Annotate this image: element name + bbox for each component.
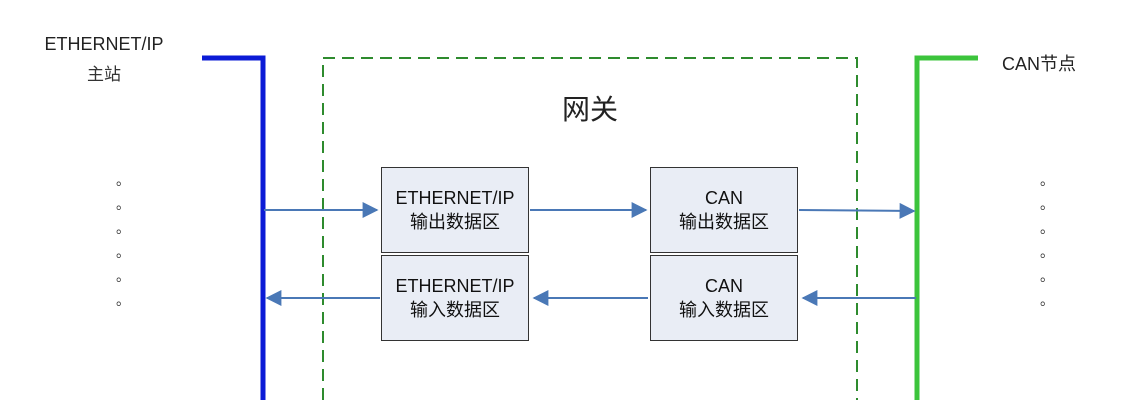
eip-input-line1: ETHERNET/IP <box>395 276 515 296</box>
eip-output-line1: ETHERNET/IP <box>395 188 515 208</box>
eip-output-box: ETHERNET/IP 输出数据区 <box>381 167 529 253</box>
can-output-box: CAN 输出数据区 <box>650 167 798 253</box>
ellipsis-dot: 。 <box>116 196 130 212</box>
node-title: CAN节点 <box>1002 54 1077 74</box>
ellipsis-dot: 。 <box>116 244 130 260</box>
master-subtitle: 主站 <box>87 65 121 84</box>
arrow-can-out-to-node <box>798 202 916 219</box>
eip-input-line2: 输入数据区 <box>410 300 500 320</box>
ellipsis-dot: 。 <box>1040 196 1054 212</box>
can-input-line2: 输入数据区 <box>679 300 769 320</box>
ellipsis-dot: 。 <box>1040 268 1054 284</box>
can-output-line1: CAN <box>704 188 743 208</box>
ellipsis-dot: 。 <box>1040 292 1054 308</box>
can-input-line1: CAN <box>704 276 743 296</box>
eip-output-line2: 输出数据区 <box>410 212 500 232</box>
ellipsis-dot: 。 <box>116 292 130 308</box>
ellipsis-dot: 。 <box>116 268 130 284</box>
can-input-box: CAN 输入数据区 <box>650 255 798 341</box>
ellipsis-dot: 。 <box>1040 220 1054 236</box>
ellipsis-dot: 。 <box>1040 172 1054 188</box>
ellipsis-dot: 。 <box>116 172 130 188</box>
left-ellipsis: 。 。 。 。 。 。 <box>116 168 130 312</box>
node-bus-line <box>914 55 978 400</box>
right-ellipsis: 。 。 。 。 。 。 <box>1040 168 1054 312</box>
ellipsis-dot: 。 <box>116 220 130 236</box>
gateway-title: 网关 <box>561 94 618 125</box>
gateway-border <box>322 57 858 400</box>
master-bus-line <box>202 55 266 400</box>
eip-input-box: ETHERNET/IP 输入数据区 <box>381 255 529 341</box>
ellipsis-dot: 。 <box>1040 244 1054 260</box>
master-title: ETHERNET/IP <box>44 34 164 54</box>
can-output-line2: 输出数据区 <box>679 212 769 232</box>
